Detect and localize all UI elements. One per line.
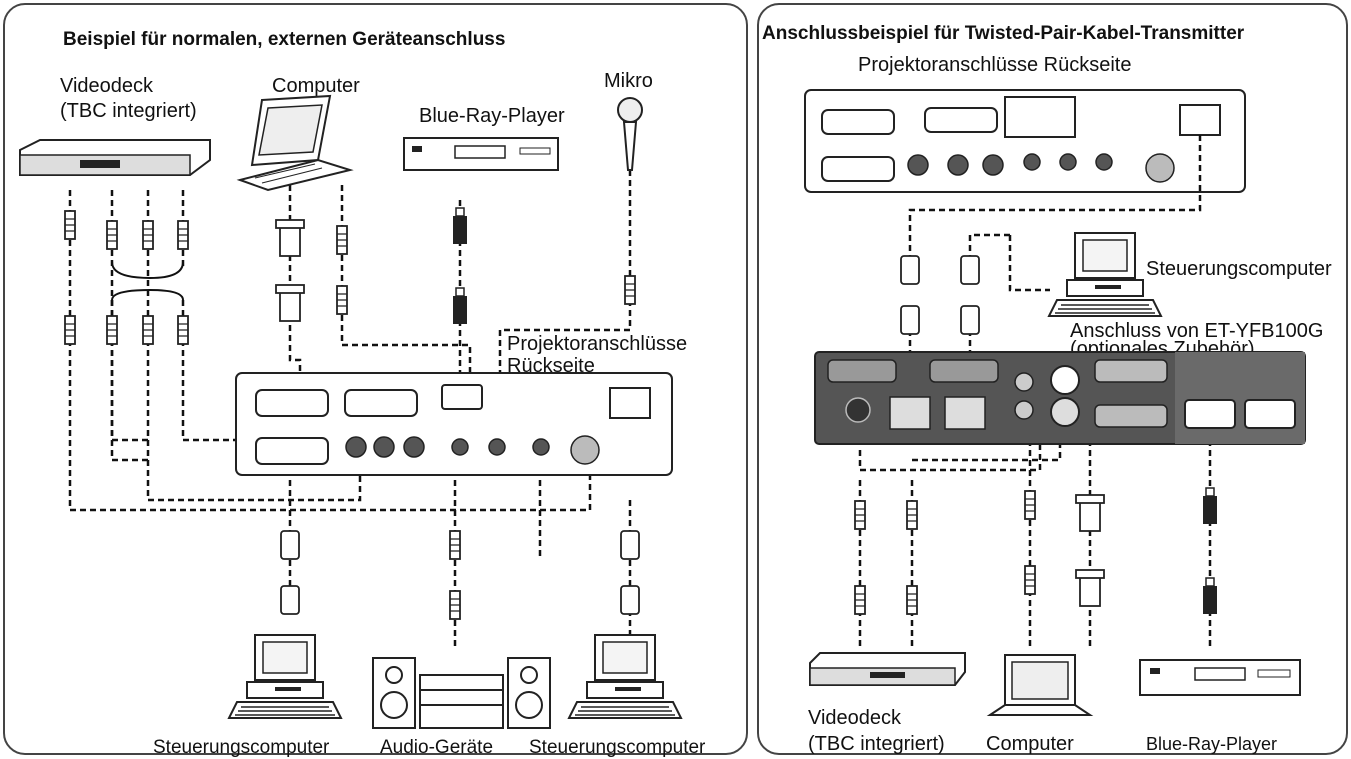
left-port-mic-in: MIC IN bbox=[480, 466, 508, 476]
left-port-lan: LAN bbox=[633, 380, 652, 390]
transmitter-label-line1: Anschluss von ET-YFB100G bbox=[1070, 320, 1324, 342]
right-port-audio-in: AUDIO IN bbox=[952, 146, 993, 156]
tx-lan-label: LAN bbox=[956, 432, 972, 441]
right-port-two: 2 bbox=[1060, 170, 1066, 180]
left-port-l: L bbox=[385, 461, 391, 471]
videodeck-label-line2: (TBC integriert) bbox=[60, 100, 197, 122]
tx-svideo-label: S-VIDEO IN bbox=[1046, 432, 1090, 441]
tx-computer1-label: COMPUTER 1 IN bbox=[1098, 383, 1161, 392]
bluray-label: Blue-Ray-Player bbox=[419, 105, 565, 127]
tx-remote-label: REMOTE IN bbox=[833, 383, 878, 392]
right-port-svideo: S-VIDEO IN bbox=[1136, 140, 1185, 150]
right-port-video-in: VIDEO IN bbox=[905, 146, 945, 156]
left-port-digital-link: DIGITAL LINK bbox=[549, 404, 608, 414]
right-title: Anschlussbeispiel für Twisted-Pair-Kabel… bbox=[762, 23, 1245, 44]
right-videodeck-label-line2: (TBC integriert) bbox=[808, 733, 945, 755]
tx-audio-in-label: IN bbox=[1010, 371, 1018, 380]
tx-dc-label: DC IN 16V bbox=[840, 432, 879, 441]
left-projector-label-line1: Projektoranschlüsse bbox=[507, 333, 688, 355]
mikro-label: Mikro bbox=[604, 70, 653, 92]
left-port-audio-in: AUDIO IN bbox=[388, 428, 429, 438]
tx-serial-label: SERIAL IN bbox=[940, 383, 979, 392]
left-port-two: 2 bbox=[493, 455, 499, 465]
tx-in2-label: IN 2 bbox=[1264, 375, 1279, 384]
right-port-component: COMPONENT IN bbox=[825, 135, 896, 145]
left-port-computer1: COMPUTER 1 IN bbox=[253, 380, 324, 390]
left-port-serial: SERIAL IN bbox=[267, 428, 312, 438]
right-port-r: R bbox=[988, 178, 995, 188]
right-videodeck-label-line1: Videodeck bbox=[808, 707, 902, 729]
right-control-computer-label: Steuerungscomputer bbox=[529, 737, 706, 758]
right-port-mic-in: MIC IN bbox=[1047, 180, 1075, 190]
left-port-video-in: VIDEO IN bbox=[346, 428, 386, 438]
left-port-r: R bbox=[420, 461, 427, 471]
right-subtitle: Projektoranschlüsse Rückseite bbox=[858, 54, 1132, 76]
computer-label: Computer bbox=[272, 75, 360, 97]
left-port-one: 1 bbox=[458, 455, 464, 465]
right-port-l: L bbox=[950, 178, 956, 188]
tx-computer2-label: COMPUTER 2 IN bbox=[1098, 432, 1161, 441]
tx-in1-label: IN 1 bbox=[1204, 375, 1219, 384]
audio-devices-label: Audio-Geräte bbox=[380, 737, 494, 758]
tx-digital-link-label: DIGITAL LINK bbox=[890, 432, 941, 441]
tx-audio-label: AUDIO bbox=[1010, 356, 1036, 365]
left-title: Beispiel für normalen, externen Gerätean… bbox=[63, 29, 506, 50]
right-bluray-label: Blue-Ray-Player bbox=[1146, 734, 1278, 754]
right-port-digital-link: DIGITAL LINK bbox=[1120, 121, 1179, 131]
transmitter-label-line2: (optionales Zubehör) bbox=[1070, 338, 1255, 360]
left-projector-label-line2: Rückseite bbox=[507, 355, 595, 377]
right-computer-label: Computer bbox=[986, 733, 1074, 755]
right-port-computer2: COMPUTER 2 IN bbox=[927, 100, 998, 110]
right-control-computer-label: Steuerungscomputer bbox=[1146, 258, 1332, 280]
videodeck-label-line1: Videodeck bbox=[60, 75, 154, 97]
left-port-variable-audio-out: VARIABLE AUDIO OUT bbox=[504, 424, 556, 443]
left-port-component: COMPONENT IN bbox=[256, 417, 327, 427]
left-port-svideo: S-VIDEO IN bbox=[567, 420, 616, 430]
right-port-hdmi-in: IN bbox=[1077, 120, 1086, 130]
right-port-computer-audio-in: COMPUTER AUDIO IN bbox=[1014, 139, 1066, 158]
left-port-computer2: COMPUTER 2 IN bbox=[341, 380, 412, 390]
left-port-monitor-out: MONITOR OUT bbox=[346, 417, 410, 427]
right-port-one: 1 bbox=[1025, 170, 1031, 180]
tx-audio-out-label: OUT bbox=[1010, 422, 1027, 431]
left-port-computer-audio-in: COMPUTER AUDIO IN bbox=[441, 424, 493, 443]
right-port-variable-audio-out: VARIABLE AUDIO OUT bbox=[1069, 139, 1121, 158]
right-panel bbox=[757, 3, 1348, 755]
right-port-monitor-out: MONITOR OUT bbox=[931, 135, 995, 145]
right-port-serial: SERIAL IN bbox=[840, 146, 885, 156]
left-control-computer-label: Steuerungscomputer bbox=[153, 737, 330, 758]
left-port-hdmi-in: IN bbox=[481, 404, 490, 414]
right-port-lan: LAN bbox=[1185, 96, 1204, 106]
tx-video-label: VIDEO IN bbox=[1045, 356, 1081, 365]
right-port-computer1: COMPUTER 1 IN bbox=[822, 102, 893, 112]
